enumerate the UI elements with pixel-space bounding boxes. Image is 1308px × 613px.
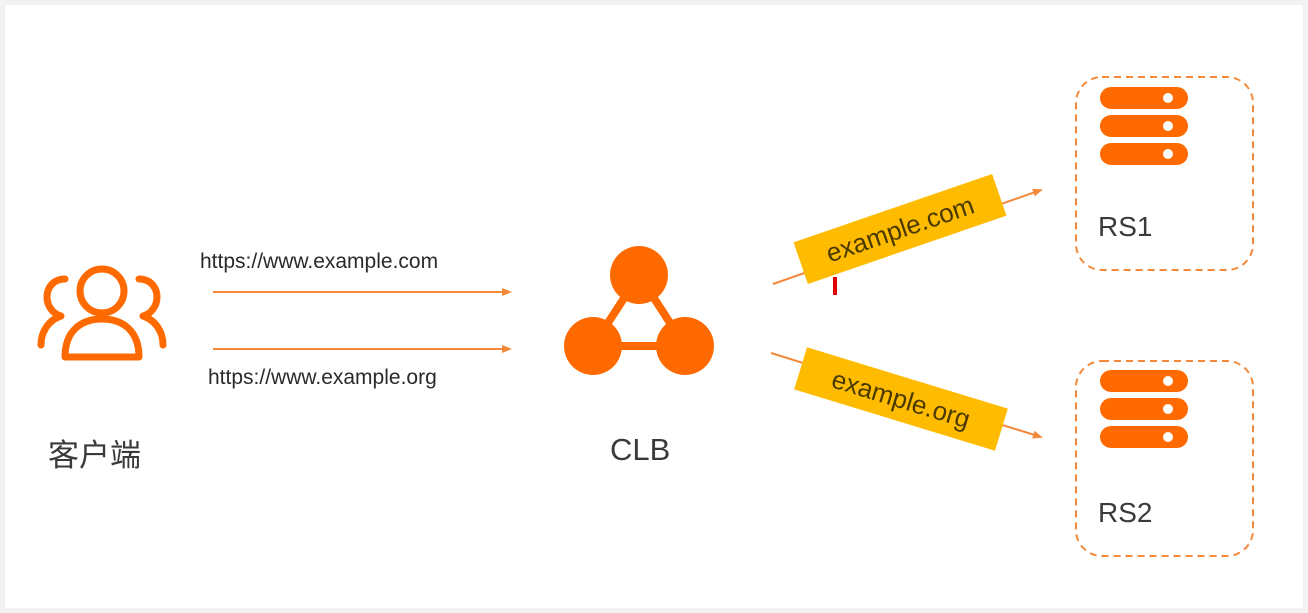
clb-network-icon: [564, 246, 714, 375]
diagram-canvas: https://www.example.com https://www.exam…: [5, 5, 1303, 608]
request-url-org: https://www.example.org: [208, 366, 437, 389]
rs1-box: [1075, 76, 1254, 271]
users-icon: [37, 265, 167, 361]
diagram-svg: [37, 76, 1254, 557]
rs2-box: [1075, 360, 1254, 557]
rs1-label: RS1: [1098, 211, 1153, 242]
server-icon: [1100, 87, 1188, 165]
client-label: 客户端: [48, 438, 141, 473]
server-icon: [1100, 370, 1188, 448]
rs2-label: RS2: [1098, 497, 1153, 528]
clb-label: CLB: [610, 432, 671, 467]
text-cursor: [833, 277, 837, 295]
request-url-com: https://www.example.com: [200, 250, 439, 273]
